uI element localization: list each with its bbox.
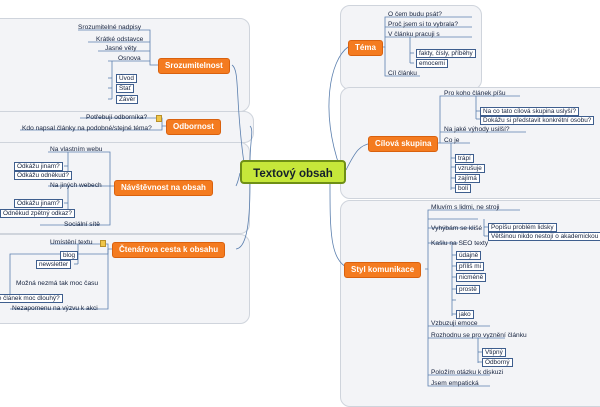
odbornost-item-2[interactable]: Kdo napsal články na podobné/stejné téma…: [22, 125, 152, 132]
cesta-sub2-1[interactable]: Nebude článek moc dlouhý?: [0, 294, 63, 303]
topic-tema[interactable]: Téma: [348, 40, 383, 56]
tema-item-4[interactable]: Cíl článku: [388, 70, 417, 77]
cesta-sub1-1[interactable]: blog: [60, 251, 79, 260]
styl-sub2-5[interactable]: jako: [456, 310, 474, 319]
tema-item-2[interactable]: Proč jsem si to vybrala?: [388, 21, 458, 28]
styl-item-2[interactable]: Kašlu na SEO texty: [431, 240, 489, 247]
topic-cilova-skupina[interactable]: Cílová skupina: [368, 136, 439, 152]
navstevnost-item-1[interactable]: Na vlastním webu: [50, 146, 103, 153]
srozumitelnost-sub-2[interactable]: Stať: [116, 84, 134, 93]
cesta-item-1[interactable]: Umístění textu: [50, 239, 93, 246]
note-icon: [156, 115, 162, 122]
note-icon: [100, 240, 106, 247]
cilova-sub1-1[interactable]: Na co tato cílová skupina uslyší?: [480, 107, 580, 116]
srozumitelnost-item-2[interactable]: Krátké odstavce: [96, 36, 144, 43]
cilova-item-1[interactable]: Pro koho článek píšu: [444, 90, 506, 97]
cilova-sub2-1[interactable]: trápí: [455, 154, 474, 163]
navstevnost-item-2[interactable]: Na jiných webech: [50, 182, 102, 189]
srozumitelnost-sub-3[interactable]: Závěr: [116, 95, 139, 104]
styl-sub1-1[interactable]: Popíšu problém lidsky: [488, 223, 557, 232]
odbornost-item-1[interactable]: Potřebují odborníka?: [86, 114, 148, 121]
styl-item-6[interactable]: Položím otázku k diskuzi: [431, 369, 504, 376]
styl-sub2-4[interactable]: prostě: [456, 285, 480, 294]
tema-sub-1[interactable]: fakty, čísly, příběhy: [416, 49, 476, 58]
navstevnost-item-3[interactable]: Sociální sítě: [64, 221, 100, 228]
styl-item-5[interactable]: Rozhodnu se pro vyznění článku: [431, 332, 527, 339]
styl-sub1-2[interactable]: Většinou nikdo nestojí o akademickou mlu…: [488, 232, 600, 241]
styl-item-1[interactable]: Mluvím s lidmi, ne stroji: [431, 204, 500, 211]
navstevnost-sub1-1[interactable]: Odkážu jinam?: [14, 162, 63, 171]
srozumitelnost-item-3[interactable]: Jasné věty: [105, 45, 137, 52]
styl-sub3-2[interactable]: Odborný: [482, 358, 513, 367]
cilova-sub2-2[interactable]: vzrušuje: [455, 164, 485, 173]
cilova-sub2-3[interactable]: zajímá: [455, 174, 480, 183]
styl-sub3-1[interactable]: Vtipný: [482, 348, 506, 357]
topic-ctenarova-cesta[interactable]: Čtenářova cesta k obsahu: [112, 242, 226, 258]
cesta-item-3[interactable]: Nezapomenu na výzvu k akci: [12, 305, 98, 312]
cilova-item-2[interactable]: Na jaké výhody usilší?: [444, 126, 510, 133]
cesta-item-2[interactable]: Možná nezmá tak moc času: [16, 280, 99, 287]
styl-item-3[interactable]: Vyhýbám se klišé: [431, 225, 483, 232]
tema-sub-2[interactable]: emocemi: [416, 59, 448, 68]
styl-sub2-2[interactable]: příliš mi: [456, 262, 485, 271]
navstevnost-sub2-2[interactable]: Odněkud zpětný odkaz?: [0, 209, 75, 218]
srozumitelnost-sub-1[interactable]: Úvod: [116, 74, 137, 83]
cilova-item-3[interactable]: Co je: [444, 137, 460, 144]
navstevnost-sub2-1[interactable]: Odkážu jinam?: [14, 199, 63, 208]
central-topic[interactable]: Textový obsah: [240, 160, 346, 184]
topic-srozumitelnost[interactable]: Srozumitelnost: [158, 58, 230, 74]
srozumitelnost-item-1[interactable]: Srozumitelné nadpisy: [78, 24, 142, 31]
cilova-sub2-4[interactable]: bolí: [455, 184, 472, 193]
navstevnost-sub1-2[interactable]: Odkážu odněkud?: [14, 171, 72, 180]
styl-item-7[interactable]: Jsem empatická: [431, 380, 479, 387]
topic-odbornost[interactable]: Odbornost: [166, 119, 221, 135]
srozumitelnost-item-4[interactable]: Osnova: [118, 55, 141, 62]
topic-navstevnost[interactable]: Návštěvnost na obsah: [114, 180, 213, 196]
tema-item-3[interactable]: V článku pracuji s: [388, 31, 440, 38]
styl-item-4[interactable]: Vzbuzuji emoce: [431, 320, 478, 327]
styl-sub2-3[interactable]: nicméně: [456, 273, 487, 282]
tema-item-1[interactable]: O čem budu psát?: [388, 11, 442, 18]
cilova-sub1-2[interactable]: Dokážu si představit konkrétní osobu?: [480, 116, 595, 125]
styl-sub2-1[interactable]: údajně: [456, 251, 482, 260]
cesta-sub1-2[interactable]: newsletter: [36, 260, 72, 269]
topic-styl-komunikace[interactable]: Styl komunikace: [344, 262, 422, 278]
